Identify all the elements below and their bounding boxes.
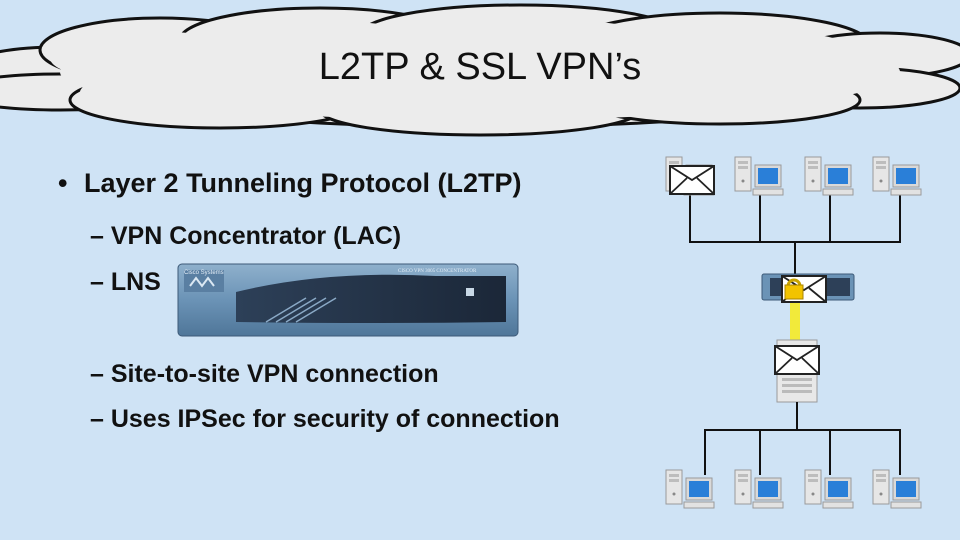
sub-bullet-concentrator: – VPN Concentrator (LAC)	[90, 222, 402, 250]
bullet-l2tp: • Layer 2 Tunneling Protocol (L2TP)	[58, 168, 522, 199]
sub-bullet-site-to-site: – Site-to-site VPN connection	[90, 360, 439, 388]
bullet-l2tp-text: Layer 2 Tunneling Protocol (L2TP)	[84, 168, 522, 198]
sub-bullet-lns: – LNS	[90, 268, 161, 296]
lock-icon	[784, 278, 804, 300]
computer-icon	[804, 469, 854, 509]
computer-icon	[872, 156, 922, 196]
computer-icon	[734, 469, 784, 509]
computer-icon	[734, 156, 784, 196]
vpn-concentrator-image	[177, 263, 519, 337]
envelope-icon	[669, 165, 715, 195]
bullet-dot: •	[58, 168, 68, 198]
computer-icon	[804, 156, 854, 196]
slide-title: L2TP & SSL VPN’s	[318, 46, 642, 88]
network-diagram	[665, 156, 922, 509]
device-model-label: CISCO VPN 3005 CONCENTRATOR	[398, 269, 477, 274]
device-brand-label: Cisco Systems	[184, 270, 224, 276]
computer-icon	[872, 469, 922, 509]
computer-icon	[665, 469, 715, 509]
envelope-icon	[774, 345, 820, 375]
title-cloud	[0, 3, 960, 137]
sub-bullet-ipsec: – Uses IPSec for security of connection	[90, 405, 560, 433]
